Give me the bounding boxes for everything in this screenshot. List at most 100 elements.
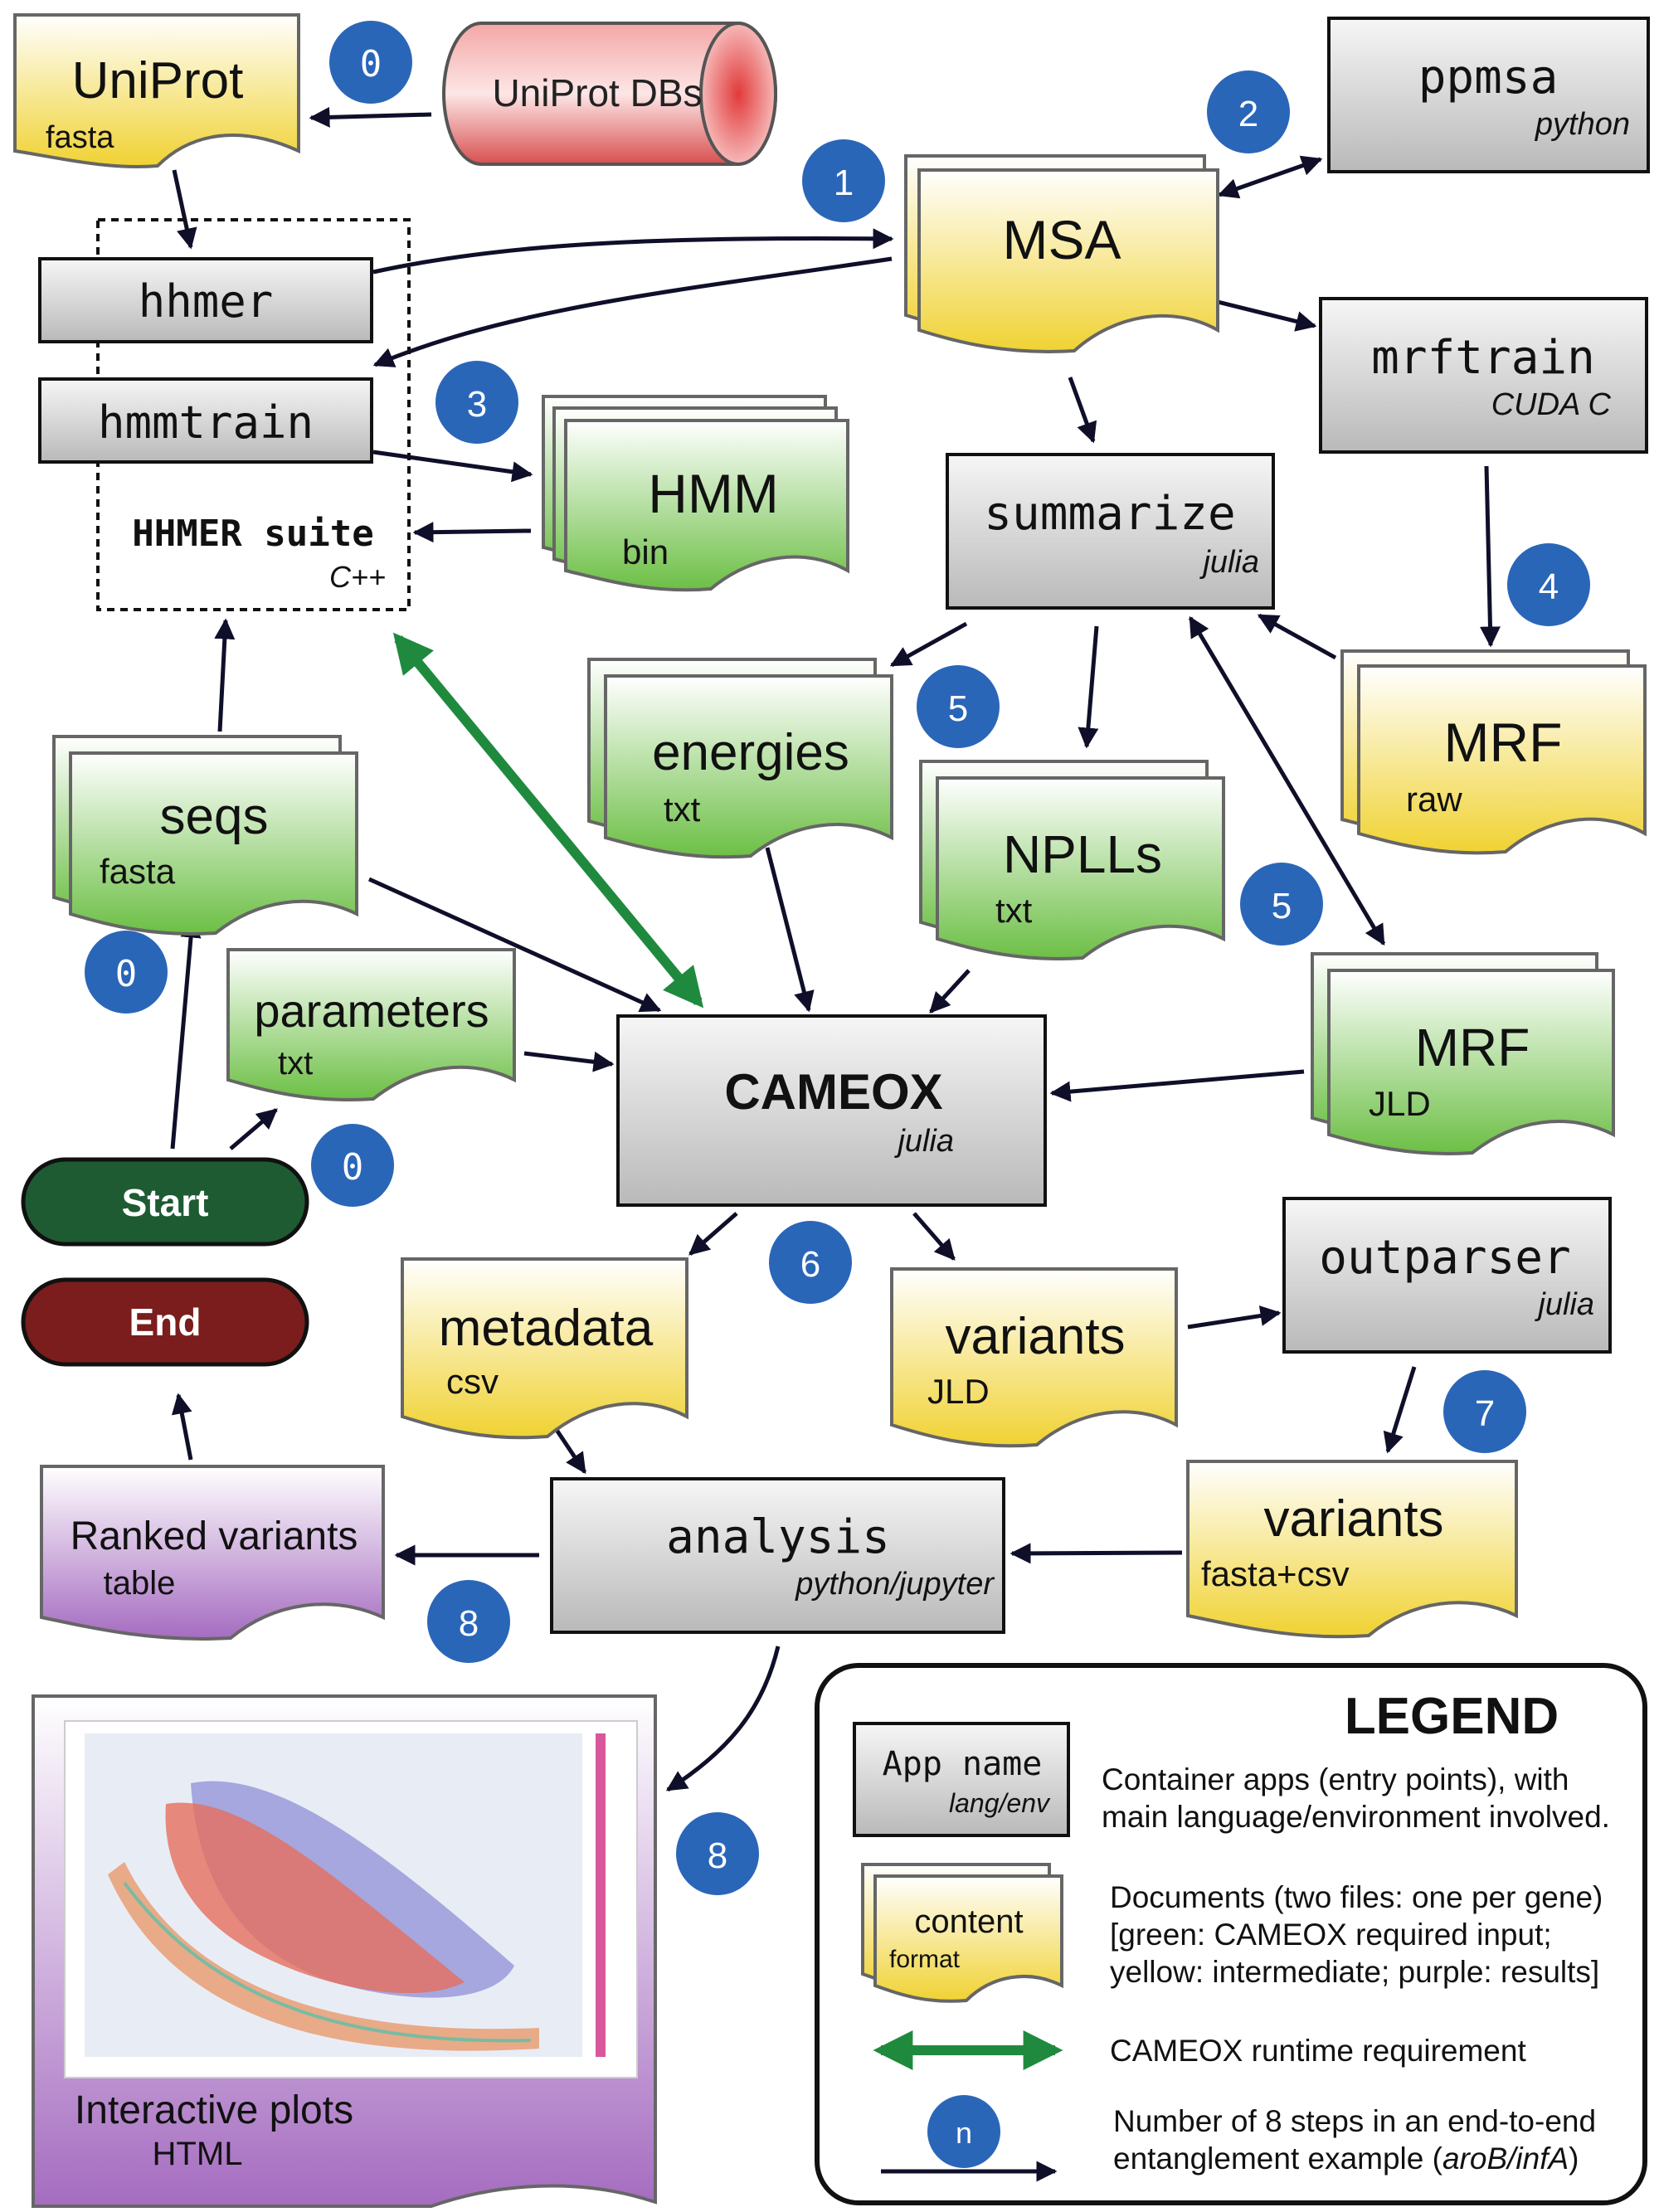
legend-doc-format: format [889, 1946, 961, 1973]
step-badge: 5 [917, 665, 1000, 748]
end-terminal[interactable]: End [21, 1277, 309, 1367]
doc-nplls-title: NPLLs [1003, 824, 1162, 884]
legend-doc-desc-3: yellow: intermediate; purple: results] [1110, 1955, 1599, 1989]
step-badge-label: 2 [1238, 94, 1258, 134]
doc-nplls: NPLLs txt [919, 760, 1225, 960]
legend-app-desc-1: Container apps (entry points), with [1102, 1762, 1569, 1796]
doc-mrf-jld-title: MRF [1415, 1018, 1530, 1077]
app-hhmer-suite[interactable]: HHMER suite C++ [96, 218, 411, 611]
edge-hhmer-to-msa [372, 228, 894, 275]
doc-uniprot-format: fasta [46, 120, 114, 155]
step-badge-label: 0 [360, 43, 382, 85]
doc-metadata-title: metadata [439, 1300, 654, 1357]
legend-doc-desc-1: Documents (two files: one per gene) [1110, 1880, 1603, 1914]
plot-colorbar [596, 1733, 606, 2057]
app-outparser-name: outparser [1319, 1231, 1570, 1285]
doc-seqs-format: fasta [100, 852, 176, 891]
edge-uniprot-to-hhmer [172, 169, 197, 250]
legend: LEGEND App name lang/env Container apps … [815, 1663, 1647, 2205]
legend-title: LEGEND [1345, 1688, 1559, 1745]
doc-variants-fasta-format: fasta+csv [1201, 1554, 1350, 1593]
app-cameox-lang: julia [893, 1124, 954, 1159]
uniprot-db: UniProt DBs [442, 22, 777, 166]
step-badge-label: 0 [342, 1146, 364, 1189]
step-badge: 8 [427, 1580, 510, 1663]
doc-hmm-title: HMM [648, 463, 779, 524]
step-badges: 0 1 2 3 4 5 5 0 0 6 7 8 8 [85, 21, 1590, 1895]
app-hhmer[interactable]: hhmer [38, 257, 373, 343]
legend-doc-desc-2: [green: CAMEOX required input; [1110, 1918, 1552, 1952]
doc-msa: MSA [904, 154, 1219, 353]
doc-nplls-format: txt [995, 891, 1033, 930]
edge-mrfjld-to-cameox [1049, 1069, 1305, 1102]
edge-summarize-to-energies [889, 621, 968, 668]
edge-mrfraw-to-summarize [1257, 613, 1337, 660]
step-badge-label: 0 [115, 953, 138, 995]
start-terminal[interactable]: Start [21, 1157, 309, 1247]
legend-app-lang: lang/env [949, 1788, 1051, 1818]
doc-energies-title: energies [652, 724, 849, 781]
app-analysis-name: analysis [666, 1510, 890, 1564]
edge-analysis-to-plots [665, 1646, 781, 1792]
doc-ranked-format: table [104, 1565, 176, 1602]
edge-cameox-to-variants-jld [912, 1212, 956, 1261]
edge-parameters-to-cameox [523, 1051, 615, 1072]
legend-step-desc-2-prefix: entanglement example ( [1113, 2142, 1443, 2176]
step-badge: 2 [1207, 70, 1290, 153]
step-badge: 8 [676, 1812, 759, 1895]
step-badge: 7 [1443, 1370, 1526, 1453]
app-summarize[interactable]: summarize julia [946, 453, 1275, 610]
legend-step-desc-2: entanglement example (aroB/infA) [1113, 2142, 1579, 2176]
app-hmmtrain-name: hmmtrain [98, 396, 314, 449]
app-summarize-name: summarize [984, 487, 1235, 541]
doc-mrf-jld-format: JLD [1369, 1084, 1431, 1123]
runtime-requirement-arrow [392, 632, 704, 1009]
doc-parameters-format: txt [278, 1045, 313, 1082]
doc-metadata-format: csv [446, 1362, 499, 1401]
app-outparser[interactable]: outparser julia [1282, 1197, 1612, 1354]
edges [170, 106, 1501, 1792]
step-badge-label: 1 [834, 163, 854, 203]
legend-app-sample: App name lang/env [853, 1722, 1070, 1837]
doc-mrf-raw-format: raw [1406, 780, 1462, 819]
doc-mrf-raw-title: MRF [1444, 712, 1563, 773]
edge-summarize-to-nplls [1078, 625, 1099, 749]
doc-ranked-variants: Ranked variants table [40, 1465, 385, 1641]
step-badge: 6 [769, 1221, 852, 1304]
edge-msa-to-hmmtrain [372, 256, 893, 367]
edge-hmmtrain-to-hmm [372, 450, 533, 483]
uniprot-db-label: UniProt DBs [492, 71, 702, 114]
app-ppmsa[interactable]: ppmsa python [1327, 17, 1650, 173]
legend-step-badge: n [927, 2095, 1000, 2168]
step-badge: 4 [1507, 543, 1590, 626]
edge-cameox-to-metadata [688, 1212, 738, 1256]
step-badge-label: 5 [948, 688, 968, 729]
app-ppmsa-lang: python [1535, 107, 1630, 142]
edge-mrftrain-to-mrfraw [1479, 465, 1501, 648]
app-mrftrain[interactable]: mrftrain CUDA C [1319, 297, 1648, 454]
edge-msa-to-summarize [1068, 377, 1097, 444]
step-badge: 1 [802, 139, 885, 222]
app-summarize-lang: julia [1199, 545, 1259, 580]
legend-doc-title: content [914, 1903, 1023, 1940]
app-hmmtrain[interactable]: hmmtrain [38, 377, 373, 464]
app-cameox[interactable]: CAMEOX julia [616, 1014, 1047, 1207]
doc-energies: energies txt [587, 658, 893, 859]
app-hhmer-name: hhmer [139, 275, 274, 328]
step-badge-label: 5 [1272, 886, 1292, 926]
step-badge: 0 [329, 21, 412, 104]
app-hhmer-suite-name: HHMER suite [132, 513, 373, 555]
app-analysis[interactable]: analysis python/jupyter [550, 1477, 1005, 1634]
doc-metadata: metadata csv [401, 1257, 688, 1440]
doc-parameters-title: parameters [254, 984, 489, 1037]
doc-seqs-title: seqs [160, 788, 269, 845]
edge-summarize-mrfjld [1188, 615, 1386, 946]
end-label: End [129, 1300, 202, 1344]
doc-uniprot: UniProt fasta [13, 13, 300, 168]
app-mrftrain-name: mrftrain [1371, 331, 1595, 385]
start-label: Start [122, 1181, 209, 1224]
app-hhmer-suite-lang: C++ [329, 560, 386, 594]
app-ppmsa-name: ppmsa [1418, 51, 1559, 105]
legend-step-desc-1: Number of 8 steps in an end-to-end [1113, 2104, 1596, 2138]
